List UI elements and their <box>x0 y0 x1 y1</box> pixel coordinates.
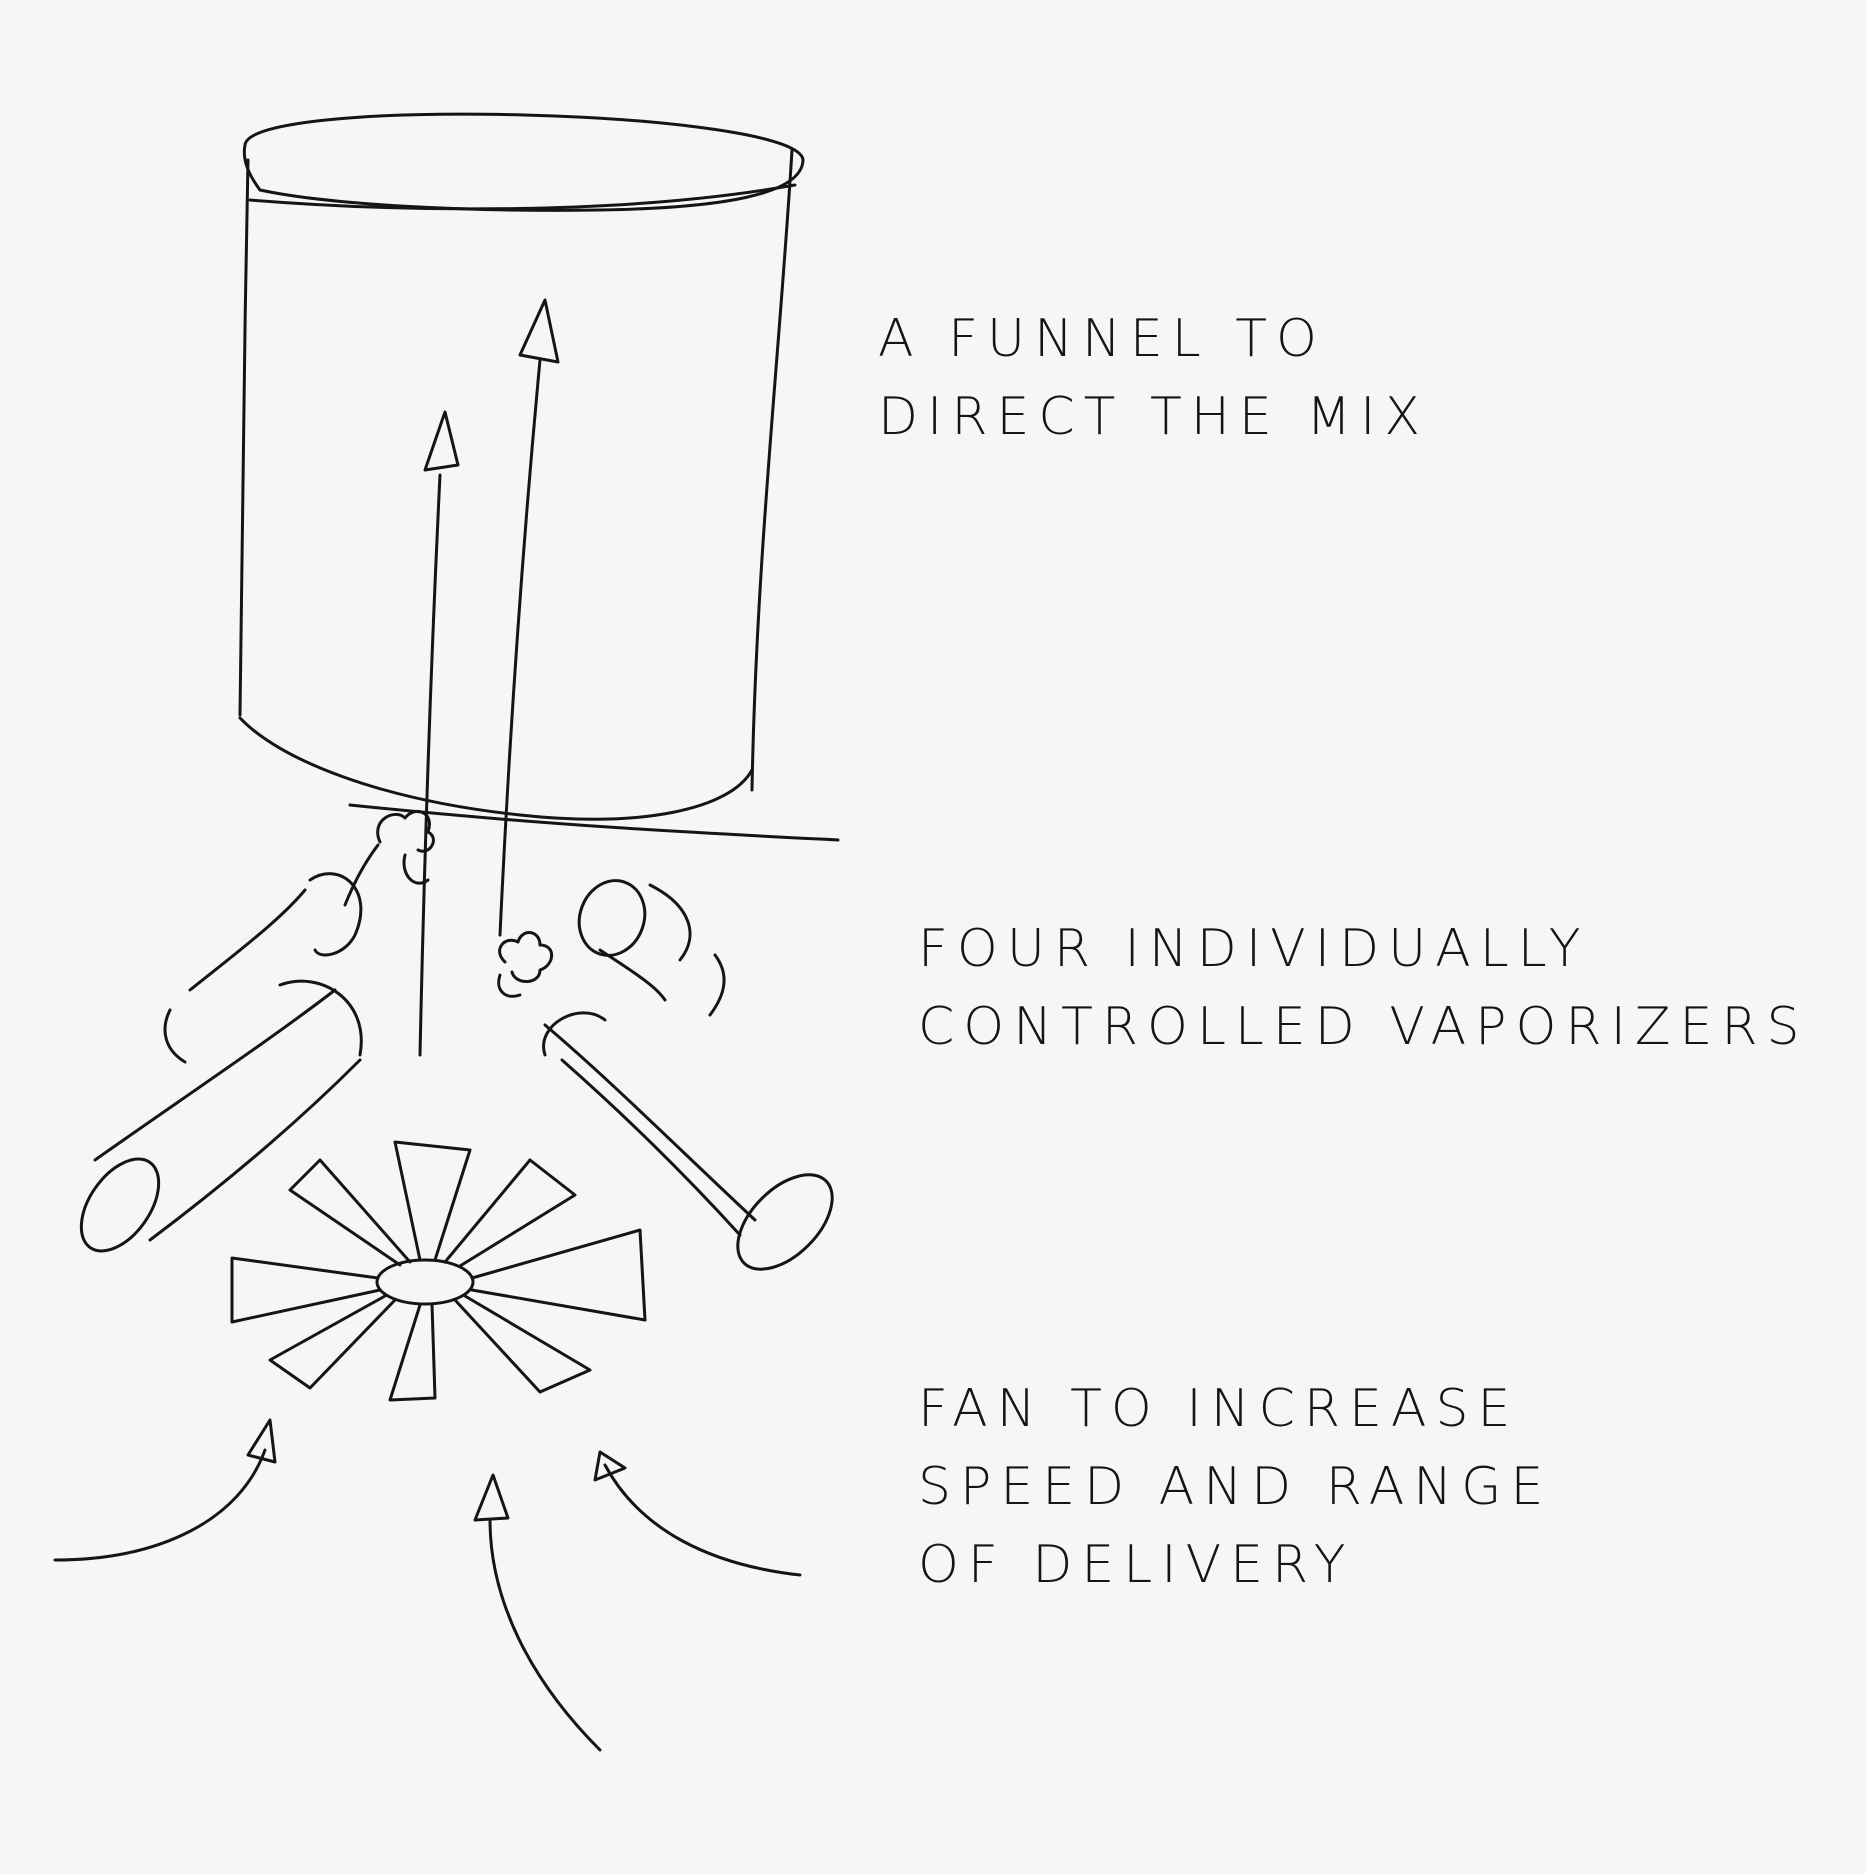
fan-blade-right <box>470 1228 647 1322</box>
vaporizer-right-back <box>577 879 726 1017</box>
fan-blade-top <box>393 1140 472 1262</box>
funnel-annotation: A FUNNEL TO DIRECT THE MIX <box>878 300 1429 456</box>
fan-blade-bottom-left <box>268 1294 397 1390</box>
funnel-left-wall <box>238 158 250 717</box>
airflow-arrow-right-shaft <box>498 358 542 937</box>
funnel-bottom-rim <box>238 716 754 821</box>
vaporizer-right-front <box>542 1011 834 1271</box>
airflow-arrow-left-shaft <box>418 473 442 1057</box>
airflow-arrow-left-head <box>423 410 460 472</box>
vaporizer-right-front-end <box>736 1173 834 1271</box>
vapor-puff-left <box>376 809 435 853</box>
funnel-inner-rim <box>248 183 797 211</box>
vapor-wisp-right <box>497 973 522 998</box>
vaporizer-left-back <box>163 872 363 1064</box>
intake-arrows <box>53 1418 802 1752</box>
intake-arrow-right-head <box>593 1450 627 1482</box>
vaporizer-left-front-cap <box>278 979 363 1057</box>
intake-arrow-center-head <box>473 1473 510 1522</box>
intake-arrow-center-shaft <box>488 1518 602 1752</box>
vaporizer-left-front-top <box>93 988 337 1162</box>
fan-blade-top-right <box>443 1158 577 1268</box>
fan-blade-bottom-right <box>453 1294 592 1394</box>
airflow-arrow-right-head <box>518 298 560 364</box>
vapor-puffs <box>343 809 554 998</box>
vaporizer-left-back-line-1 <box>188 888 307 992</box>
fan <box>230 1140 647 1402</box>
fan-annotation-line-2: SPEED AND RANGE <box>918 1457 1553 1517</box>
vaporizer-right-front-top <box>543 1023 757 1222</box>
funnel-ground-line <box>348 803 840 842</box>
vaporizer-right-front-bottom <box>560 1058 742 1237</box>
funnel-cylinder <box>238 112 840 842</box>
fan-blade-top-left <box>288 1158 412 1267</box>
fan-annotation-line-3: OF DELIVERY <box>918 1535 1355 1595</box>
airflow-arrows-up <box>418 298 560 1057</box>
fan-blade-left <box>230 1256 382 1324</box>
fan-blade-bottom <box>388 1302 437 1402</box>
fan-annotation-line-1: FAN TO INCREASE <box>918 1379 1520 1439</box>
funnel-top-rim <box>242 112 805 212</box>
vaporizer-left-front-end <box>79 1157 161 1253</box>
funnel-right-wall <box>750 148 794 792</box>
funnel-annotation-line-1: A FUNNEL TO <box>878 309 1326 369</box>
intake-arrow-left-head <box>246 1418 277 1464</box>
vaporizers-annotation-line-1: FOUR INDIVIDUALLY <box>918 919 1590 979</box>
vaporizers-annotation: FOUR INDIVIDUALLY CONTROLLED VAPORIZERS <box>918 910 1809 1066</box>
vaporizer-right-back-line-2 <box>598 948 667 1002</box>
vapor-wisp-left <box>343 843 380 907</box>
vaporizer-right-back-line-1 <box>648 883 692 962</box>
fan-annotation: FAN TO INCREASE SPEED AND RANGE OF DELIV… <box>918 1370 1552 1604</box>
vaporizer-left-back-line-2 <box>163 1008 187 1064</box>
vaporizer-right-back-end <box>577 879 647 957</box>
vaporizer-left-front-bottom <box>148 1058 362 1242</box>
vaporizer-right-front-cap <box>542 1011 607 1057</box>
intake-arrow-right-shaft <box>603 1463 802 1577</box>
vaporizer-right-back-line-3 <box>708 953 726 1017</box>
vapor-puff-right <box>498 931 554 983</box>
fan-hub <box>375 1258 475 1306</box>
intake-arrow-left-shaft <box>53 1448 267 1562</box>
vapor-wisp-left-2 <box>402 853 430 885</box>
vaporizer-left-back-cap <box>308 872 363 957</box>
vaporizer-left-front <box>79 979 363 1253</box>
vaporizers-annotation-line-2: CONTROLLED VAPORIZERS <box>918 997 1809 1057</box>
funnel-annotation-line-2: DIRECT THE MIX <box>878 387 1430 447</box>
